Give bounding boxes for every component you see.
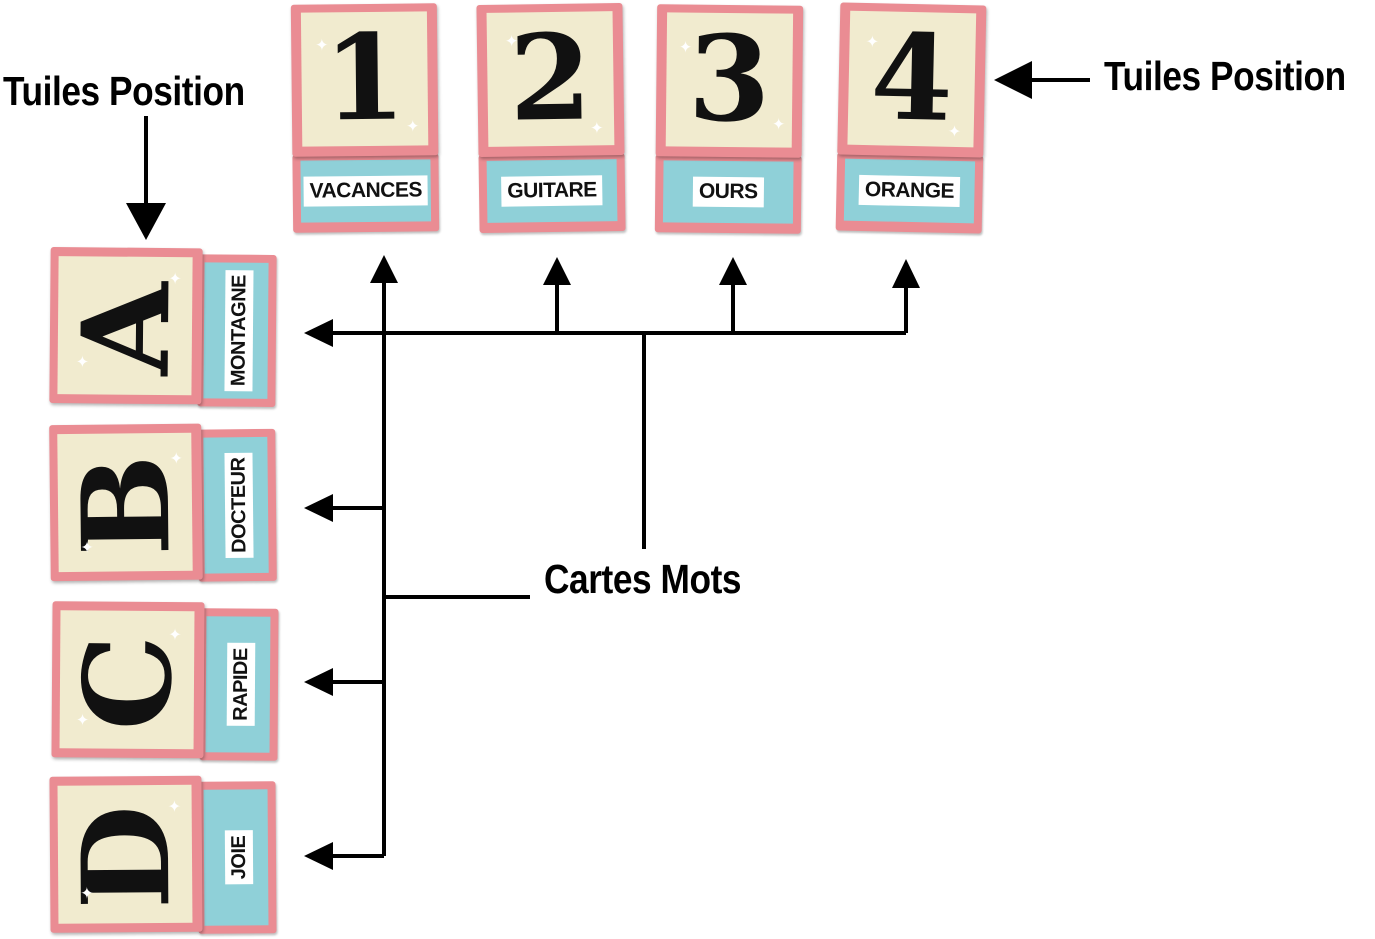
sparkle-icon: ✦ [590,120,604,138]
position-tile-4[interactable]: 4 ORANGE ✦ ✦ [835,2,987,234]
sparkle-icon: ✦ [315,37,329,55]
position-tile-A[interactable]: A MONTAGNE ✦ ✦ [49,247,277,409]
cartes-mots-label: Cartes Mots [544,556,742,602]
sparkle-icon: ✦ [865,34,880,52]
sparkle-icon: ✦ [168,271,182,289]
word-card-text: MONTAGNE [224,269,254,392]
sparkle-icon: ✦ [75,712,90,730]
position-tile-1[interactable]: 1 VACANCES ✦ ✦ [290,3,440,233]
position-tile-D[interactable]: D JOIE ✦ ✦ [49,775,277,937]
sparkle-icon: ✦ [167,798,182,816]
sparkle-icon: ✦ [947,123,962,142]
tile-number: 4 [869,7,955,148]
sparkle-icon: ✦ [169,450,184,468]
word-card-text: RAPIDE [226,643,256,726]
sparkle-icon: ✦ [678,39,693,57]
tuiles-position-label-left: Tuiles Position [3,68,245,114]
sparkle-icon: ✦ [406,118,420,136]
position-tile-B[interactable]: B DOCTEUR ✦ ✦ [49,423,277,585]
sparkle-icon: ✦ [771,116,786,134]
sparkle-icon: ✦ [75,354,90,372]
word-card-text: OURS [692,176,764,208]
word-card-text: ORANGE [858,174,961,208]
position-tile-C[interactable]: C RAPIDE ✦ ✦ [51,601,279,763]
sparkle-icon: ✦ [168,627,182,645]
sparkle-icon: ✦ [80,539,94,557]
word-card-text: GUITARE [501,175,603,207]
position-tile-3[interactable]: 3 OURS ✦ ✦ [654,4,804,234]
tile-letter: C [57,634,200,732]
sparkle-icon: ✦ [504,33,519,51]
tuiles-position-label-right: Tuiles Position [1104,53,1346,99]
word-card-text: DOCTEUR [224,452,254,559]
word-card-text: VACANCES [303,175,429,207]
word-card-text: JOIE [224,830,254,885]
sparkle-icon: ✦ [80,885,94,903]
position-tile-2[interactable]: 2 GUITARE ✦ ✦ [476,2,626,234]
